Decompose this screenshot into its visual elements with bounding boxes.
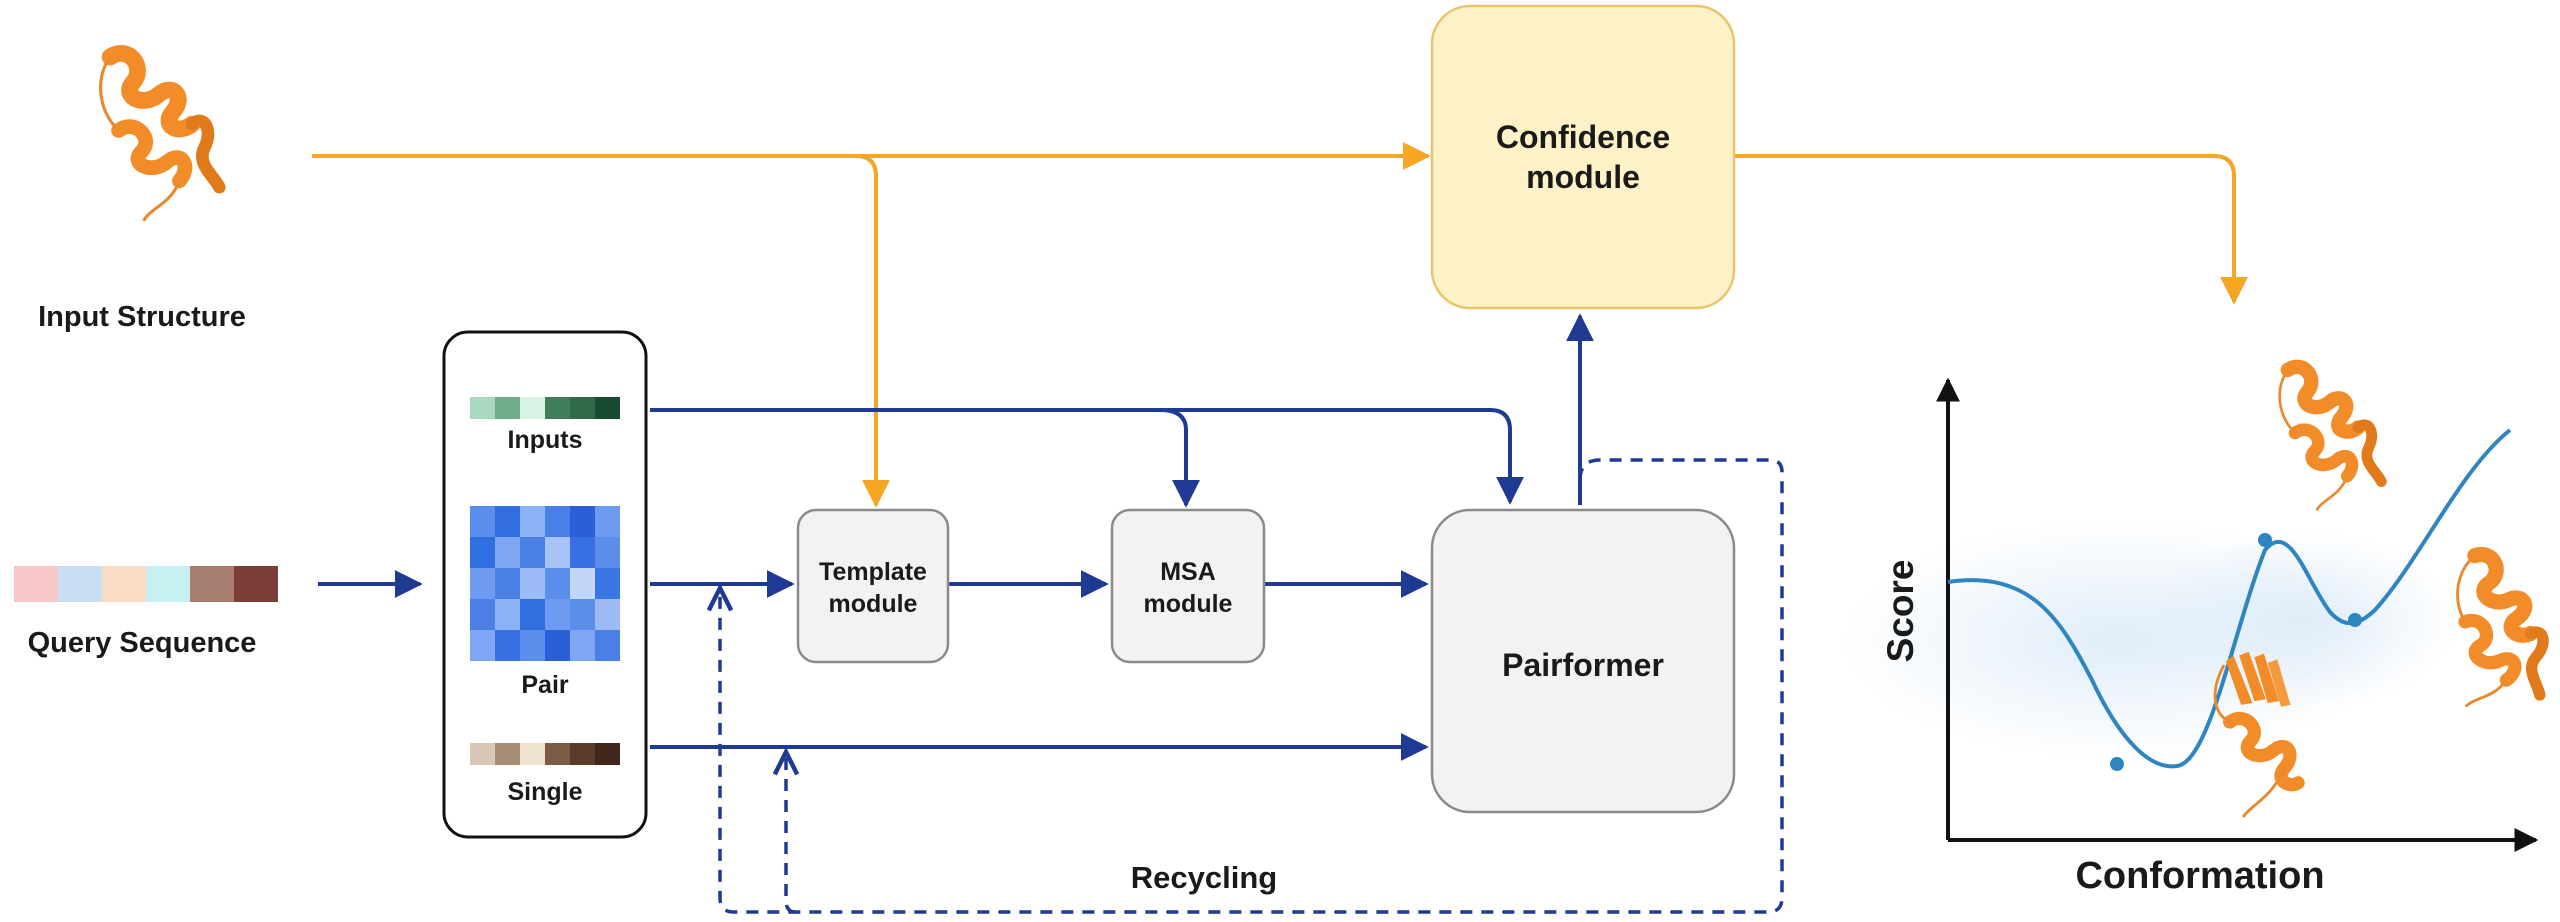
template-module-label-line1: Template [819,558,927,586]
x-axis-label: Conformation [2075,855,2324,897]
pairformer-module: Pairformer [1430,508,1736,814]
inputs-to-msa-arrow [1159,408,1200,508]
confidence-module-label-line1: Confidence [1496,119,1670,155]
pairformer-label: Pairformer [1502,647,1664,683]
orange-flows [312,142,2248,508]
y-axis-label: Score [1880,560,1921,663]
pair-grid [470,506,620,661]
msa-module-label-line2: module [1144,590,1233,618]
inputs-cell [570,397,595,419]
query-sequence-cell [234,566,278,602]
recycling-label: Recycling [1131,860,1277,895]
structure-to-template-arrow [855,154,890,508]
template-module: Template module [796,508,950,664]
pair-cell [545,630,570,661]
pair-cell [520,630,545,661]
single-label: Single [507,778,582,806]
pair-cell [520,537,545,568]
pair-cell [470,506,495,537]
query-sequence-cell [14,566,58,602]
pair-cell [520,599,545,630]
pair-cell [570,599,595,630]
conformation-protein-top [2280,367,2382,511]
inputs-cell [520,397,545,419]
pair-cell [595,537,620,568]
query-sequence-strip [14,566,278,602]
confidence-to-plot-arrow [1732,154,2248,305]
inputs-to-pairformer-arrow [650,408,1524,505]
msa-module-label-line1: MSA [1160,558,1216,586]
input-structure-protein [101,53,220,220]
inputs-cell [470,397,495,419]
pair-cell [595,568,620,599]
pair-label: Pair [521,671,569,699]
score-curve [1947,428,2512,769]
pair-cell [595,630,620,661]
single-cell [595,743,620,765]
inputs-cell [495,397,520,419]
template-module-label-line2: module [829,590,918,618]
landscape-glow-right [2140,530,2460,710]
pair-cell [545,599,570,630]
confidence-module-label-line2: module [1526,159,1640,195]
query-sequence-label: Query Sequence [28,627,257,659]
query-sequence-cell [190,566,234,602]
pair-cell [495,630,520,661]
inputs-cell [545,397,570,419]
pair-cell [545,506,570,537]
pair-cell [470,599,495,630]
minimum-point-local [2348,613,2362,627]
pair-cell [495,599,520,630]
minimum-point-global [2110,757,2124,771]
single-cell [495,743,520,765]
pair-cell [470,537,495,568]
pair-cell [570,630,595,661]
pair-cell [495,537,520,568]
pair-cell [570,506,595,537]
maximum-point [2258,533,2272,547]
pair-cell [470,630,495,661]
single-cell [570,743,595,765]
pair-cell [595,599,620,630]
single-cell [470,743,495,765]
pair-cell [495,568,520,599]
single-cell [545,743,570,765]
pair-cell [570,537,595,568]
pair-cell [520,568,545,599]
pair-cell [570,568,595,599]
pair-cell [495,506,520,537]
pair-cell [520,506,545,537]
recycling-loop [720,458,1784,914]
inputs-strip [470,397,620,419]
query-sequence-cell [102,566,146,602]
query-sequence-cell [146,566,190,602]
pair-cell [545,537,570,568]
confidence-module: Confidence module [1430,4,1736,310]
inputs-label: Inputs [508,426,583,454]
inputs-cell [595,397,620,419]
query-sequence-cell [58,566,102,602]
input-structure-label: Input Structure [38,301,246,333]
msa-module: MSA module [1110,508,1266,664]
single-cell [520,743,545,765]
single-strip [470,743,620,765]
score-landscape-plot: Score Conformation [1840,367,2560,897]
pair-cell [470,568,495,599]
pair-cell [595,506,620,537]
pair-cell [545,568,570,599]
